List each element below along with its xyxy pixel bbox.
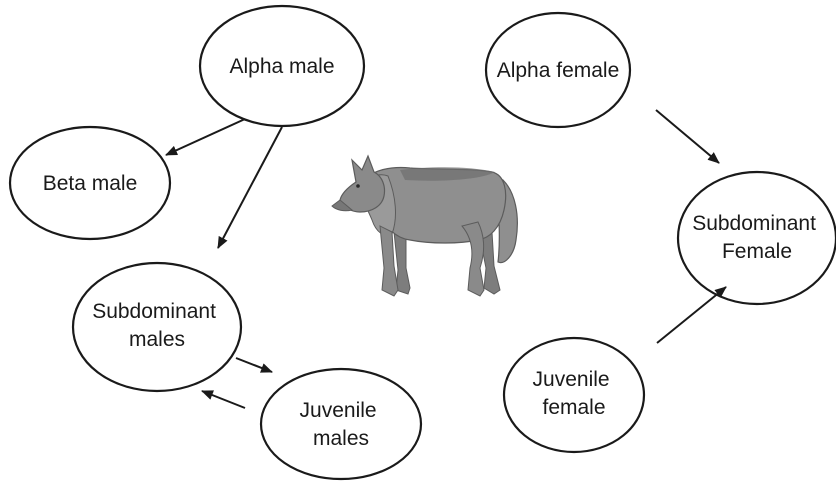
arrow-juvenile-males-to-subdominant-males [202,391,245,408]
node-subdominant-males: Subdominant males [73,263,241,391]
node-juvenile-males: Juvenile males [261,369,421,479]
node-juvenile-female: Juvenile female [504,338,644,452]
arrow-alpha-male-to-subdominant-males [218,127,282,248]
node-alpha-male: Alpha male [200,6,364,126]
wolf-icon [332,156,517,296]
beta-male-label: Beta male [43,172,138,195]
alpha-female-label: Alpha female [497,59,620,82]
alpha-male-label: Alpha male [229,55,334,78]
node-subdominant-female: Subdominant Female [678,172,836,304]
arrow-alpha-female-to-subdominant-female [656,110,719,163]
node-alpha-female: Alpha female [486,13,630,127]
arrow-subdominant-males-to-juvenile-males [236,358,272,372]
node-beta-male: Beta male [10,127,170,239]
arrow-juvenile-female-to-subdominant-female [657,287,726,343]
arrow-alpha-male-to-beta-male [166,119,245,155]
